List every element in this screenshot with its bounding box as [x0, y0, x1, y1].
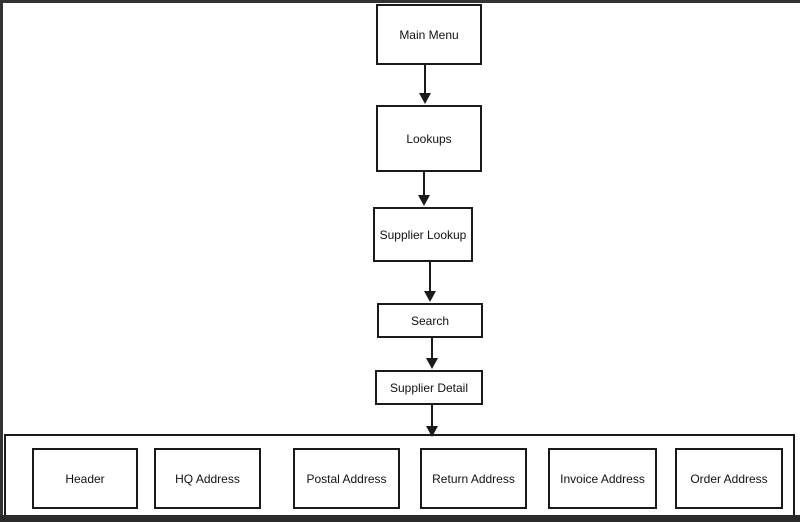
section-box-order-address: Order Address [675, 448, 783, 509]
window-border-bottom [0, 515, 800, 522]
flow-node-supplier-detail: Supplier Detail [375, 370, 483, 405]
flow-node-search: Search [377, 303, 483, 338]
section-box-return-address: Return Address [420, 448, 527, 509]
section-box-header: Header [32, 448, 138, 509]
section-box-postal-address: Postal Address [293, 448, 400, 509]
window-border-left [0, 0, 3, 522]
flow-node-lookups: Lookups [376, 105, 482, 172]
flow-node-main-menu: Main Menu [376, 4, 482, 65]
section-box-hq-address: HQ Address [154, 448, 261, 509]
window-border-top [0, 0, 800, 3]
section-box-invoice-address: Invoice Address [548, 448, 657, 509]
flow-node-supplier-lookup: Supplier Lookup [373, 207, 473, 262]
